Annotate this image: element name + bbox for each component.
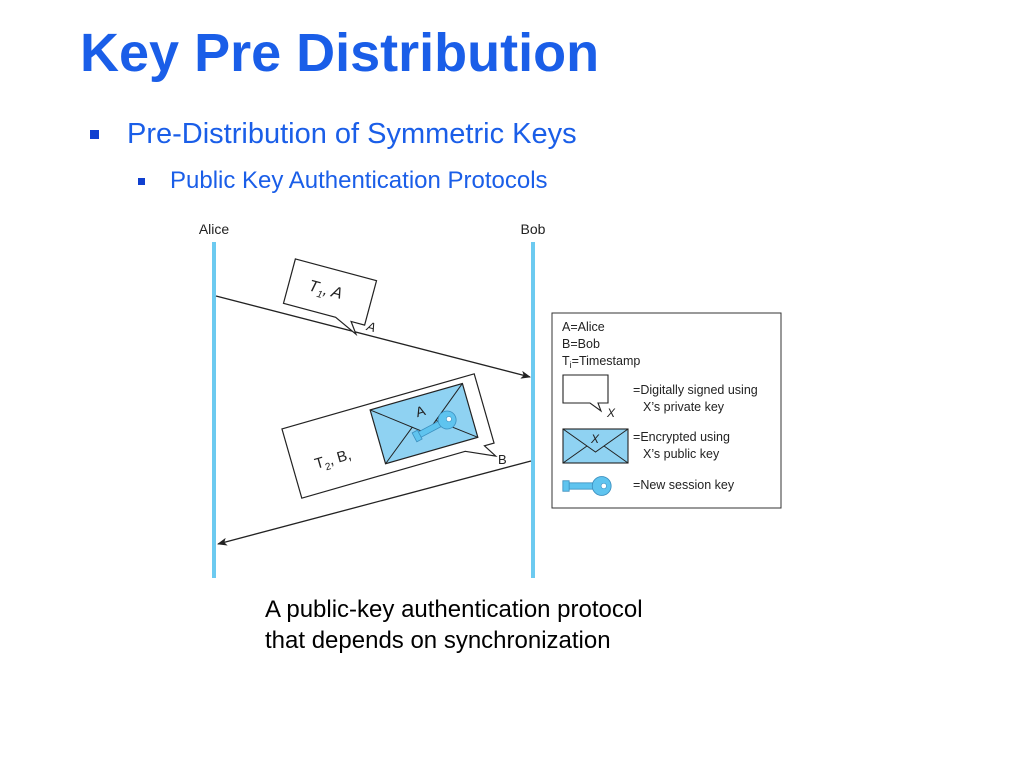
bullet-level2: Public Key Authentication Protocols	[138, 167, 548, 195]
bullet-level1: Pre-Distribution of Symmetric Keys	[90, 118, 577, 151]
participant-bob-label: Bob	[521, 221, 546, 237]
legend-signed-line2: X’s private key	[643, 400, 725, 414]
participant-alice-label: Alice	[199, 221, 230, 237]
legend: A=Alice B=Bob Ti=Timestamp X =Digitally …	[551, 312, 782, 509]
diagram-caption: A public-key authentication protocol tha…	[265, 594, 643, 656]
caption-line1: A public-key authentication protocol	[265, 596, 643, 623]
legend-def-a: A=Alice	[562, 320, 605, 334]
signed-bubble-icon: X	[562, 374, 616, 420]
message1-signed-bubble: T1, A	[282, 258, 378, 337]
legend-encrypted-line2: X’s public key	[643, 447, 720, 461]
slide-title: Key Pre Distribution	[80, 23, 600, 83]
legend-encrypted-line1: =Encrypted using	[633, 430, 730, 444]
signed-icon-label: X	[606, 406, 616, 420]
legend-frame	[551, 312, 782, 509]
bullet-text: Pre-Distribution of Symmetric Keys	[127, 118, 577, 150]
legend-signed-line1: =Digitally signed using	[633, 383, 758, 397]
bullet-square-icon	[90, 130, 99, 139]
message2-signed-bubble: T2, B, A	[281, 373, 498, 499]
legend-session-key-text: =New session key	[633, 478, 735, 492]
bullet-square-icon	[138, 177, 145, 185]
encrypted-icon-label: X	[590, 432, 600, 446]
legend-def-b: B=Bob	[562, 337, 600, 351]
message2-encrypted-envelope: A	[369, 382, 479, 465]
bullet-text: Public Key Authentication Protocols	[170, 167, 548, 194]
message1-arrow	[215, 295, 531, 379]
message2-arrow	[217, 460, 532, 546]
message2-signer-label: B	[498, 452, 507, 467]
message1-signer-label: A	[364, 318, 377, 335]
message1-content: T1, A	[306, 278, 344, 306]
message2-content: T2, B,	[313, 446, 354, 475]
legend-def-t: Ti=Timestamp	[562, 354, 640, 370]
caption-line2: that depends on synchronization	[265, 627, 611, 654]
encrypted-envelope-icon: X	[562, 428, 629, 464]
